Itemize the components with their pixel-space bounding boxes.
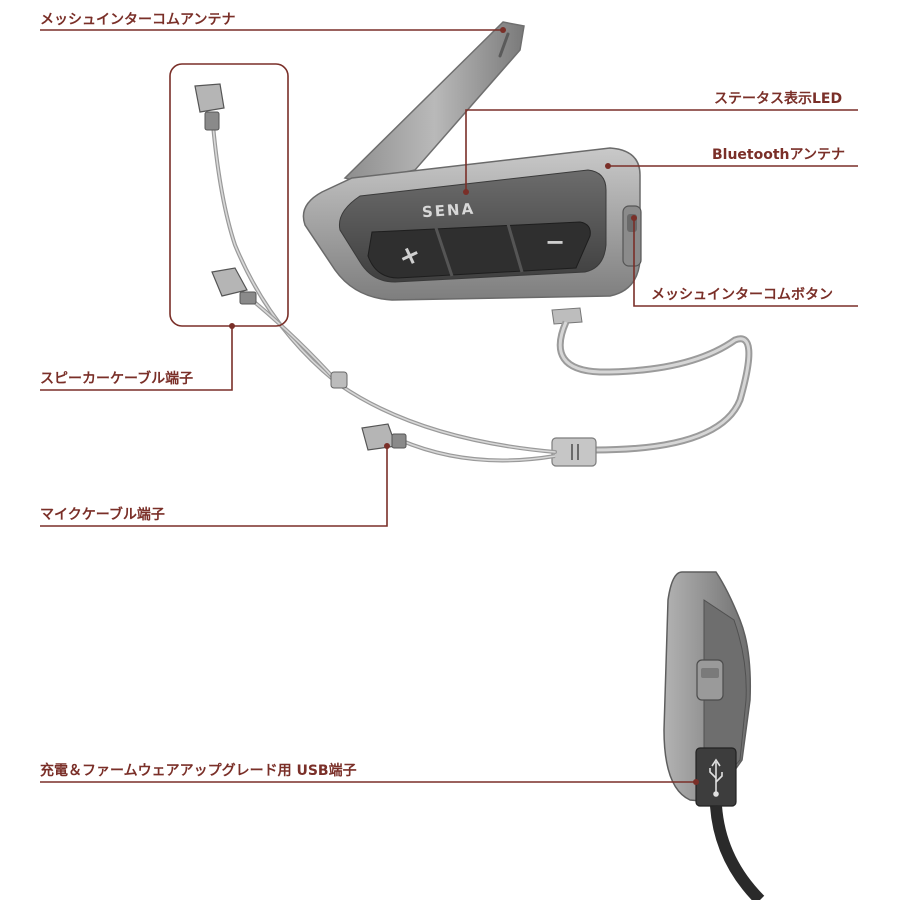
label-bluetooth-antenna: Bluetoothアンテナ (712, 147, 845, 163)
cable-clip (330, 371, 348, 389)
cable-strain-relief (551, 307, 583, 325)
label-speaker-terminal: スピーカーケーブル端子 (40, 371, 194, 387)
intercom-unit: SENA + − (302, 21, 642, 325)
cable-splitter (551, 437, 597, 467)
label-mesh-antenna: メッシュインターコムアンテナ (40, 12, 236, 28)
antenna-grip-icon (498, 32, 510, 58)
mic-connector (361, 423, 407, 451)
side-button (696, 659, 724, 701)
label-mic-terminal: マイクケーブル端子 (40, 507, 165, 523)
label-usb-port: 充電＆ファームウェアアップグレード用 USB端子 (40, 763, 357, 779)
side-view-unit (663, 571, 765, 900)
control-buttons (367, 221, 591, 279)
leader-lines (40, 27, 858, 785)
mesh-antenna (343, 21, 525, 183)
speaker-connector-1 (194, 83, 225, 131)
usb-icon (709, 758, 723, 797)
minus-icon: − (545, 228, 565, 256)
label-mesh-button: メッシュインターコムボタン (651, 287, 833, 303)
brand-logo: SENA (421, 200, 475, 222)
main-cable (556, 320, 753, 454)
side-cable (710, 805, 765, 900)
label-status-led: ステータス表示LED (714, 91, 843, 107)
speaker-connector-2 (211, 267, 257, 305)
